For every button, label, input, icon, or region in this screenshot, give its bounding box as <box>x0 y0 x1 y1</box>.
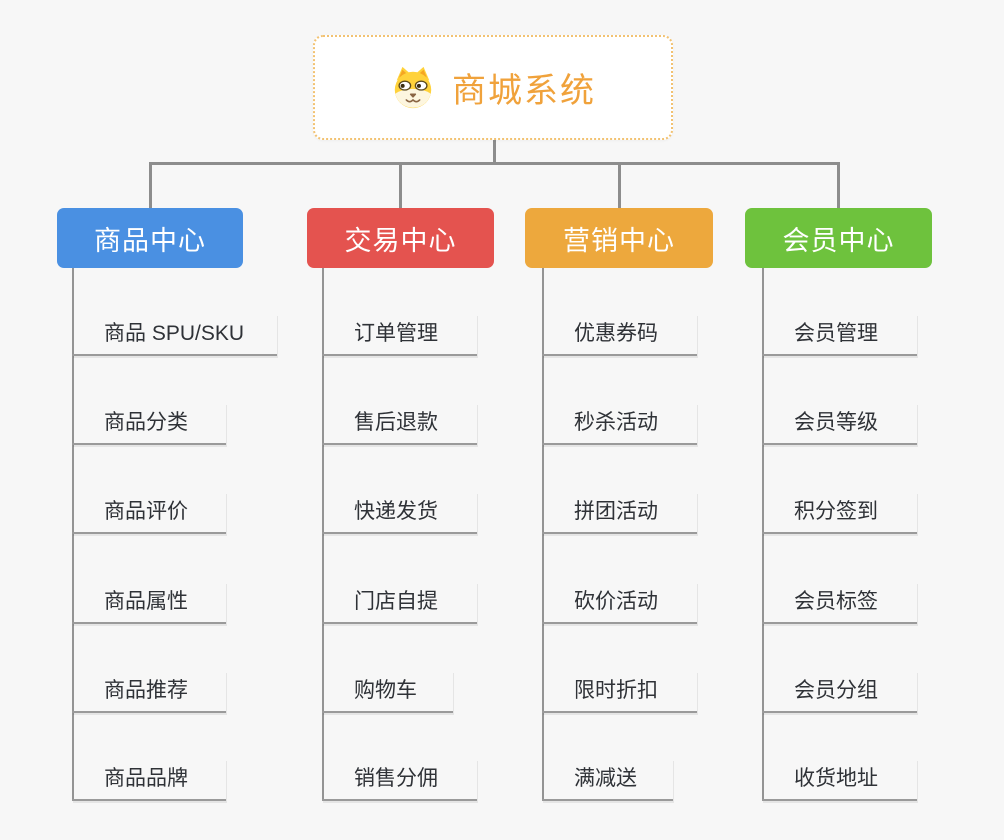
leaf-item[interactable]: 售后退款 <box>322 403 477 445</box>
branch-label: 商品中心 <box>94 225 206 256</box>
leaf-item[interactable]: 优惠券码 <box>542 314 697 356</box>
leaf-item[interactable]: 快递发货 <box>322 492 477 534</box>
leaf-item[interactable]: 会员管理 <box>762 314 917 356</box>
leaf-item[interactable]: 商品属性 <box>72 582 226 624</box>
leaf-item[interactable]: 商品品牌 <box>72 759 226 801</box>
leaf-item[interactable]: 限时折扣 <box>542 671 697 713</box>
leaf-item[interactable]: 拼团活动 <box>542 492 697 534</box>
leaf-item[interactable]: 商品推荐 <box>72 671 226 713</box>
connector-drop-1 <box>149 162 152 208</box>
branch-label: 会员中心 <box>782 225 895 256</box>
leaf-item[interactable]: 秒杀活动 <box>542 403 697 445</box>
leaf-item[interactable]: 会员标签 <box>762 582 917 624</box>
root-node-mall-system[interactable]: 商城系统 <box>313 35 673 140</box>
connector-column-4 <box>762 268 764 801</box>
branch-marketing-center[interactable]: 营销中心 <box>525 208 713 268</box>
leaf-item[interactable]: 商品分类 <box>72 403 226 445</box>
leaf-item[interactable]: 销售分佣 <box>322 759 477 801</box>
leaf-item[interactable]: 门店自提 <box>322 582 477 624</box>
connector-column-2 <box>322 268 324 801</box>
connector-column-1 <box>72 268 74 801</box>
connector-drop-2 <box>399 162 402 208</box>
dog-icon <box>390 65 436 111</box>
branch-label: 营销中心 <box>563 225 675 256</box>
leaf-item[interactable]: 会员分组 <box>762 671 917 713</box>
leaf-item[interactable]: 购物车 <box>322 671 453 713</box>
connector-column-3 <box>542 268 544 801</box>
leaf-item[interactable]: 满减送 <box>542 759 673 801</box>
connector-drop-3 <box>618 162 621 208</box>
leaf-item[interactable]: 商品评价 <box>72 492 226 534</box>
leaf-item[interactable]: 收货地址 <box>762 759 917 801</box>
connector-bus <box>149 162 840 165</box>
leaf-item[interactable]: 积分签到 <box>762 492 917 534</box>
connector-root-stub <box>493 139 496 165</box>
branch-product-center[interactable]: 商品中心 <box>57 208 243 268</box>
leaf-item[interactable]: 砍价活动 <box>542 582 697 624</box>
leaf-item[interactable]: 订单管理 <box>322 314 477 356</box>
leaf-item[interactable]: 商品 SPU/SKU <box>72 314 277 356</box>
branch-label: 交易中心 <box>344 225 457 256</box>
root-node-label: 商城系统 <box>452 72 596 110</box>
leaf-item[interactable]: 会员等级 <box>762 403 917 445</box>
branch-member-center[interactable]: 会员中心 <box>745 208 932 268</box>
connector-drop-4 <box>837 162 840 208</box>
branch-trade-center[interactable]: 交易中心 <box>307 208 494 268</box>
